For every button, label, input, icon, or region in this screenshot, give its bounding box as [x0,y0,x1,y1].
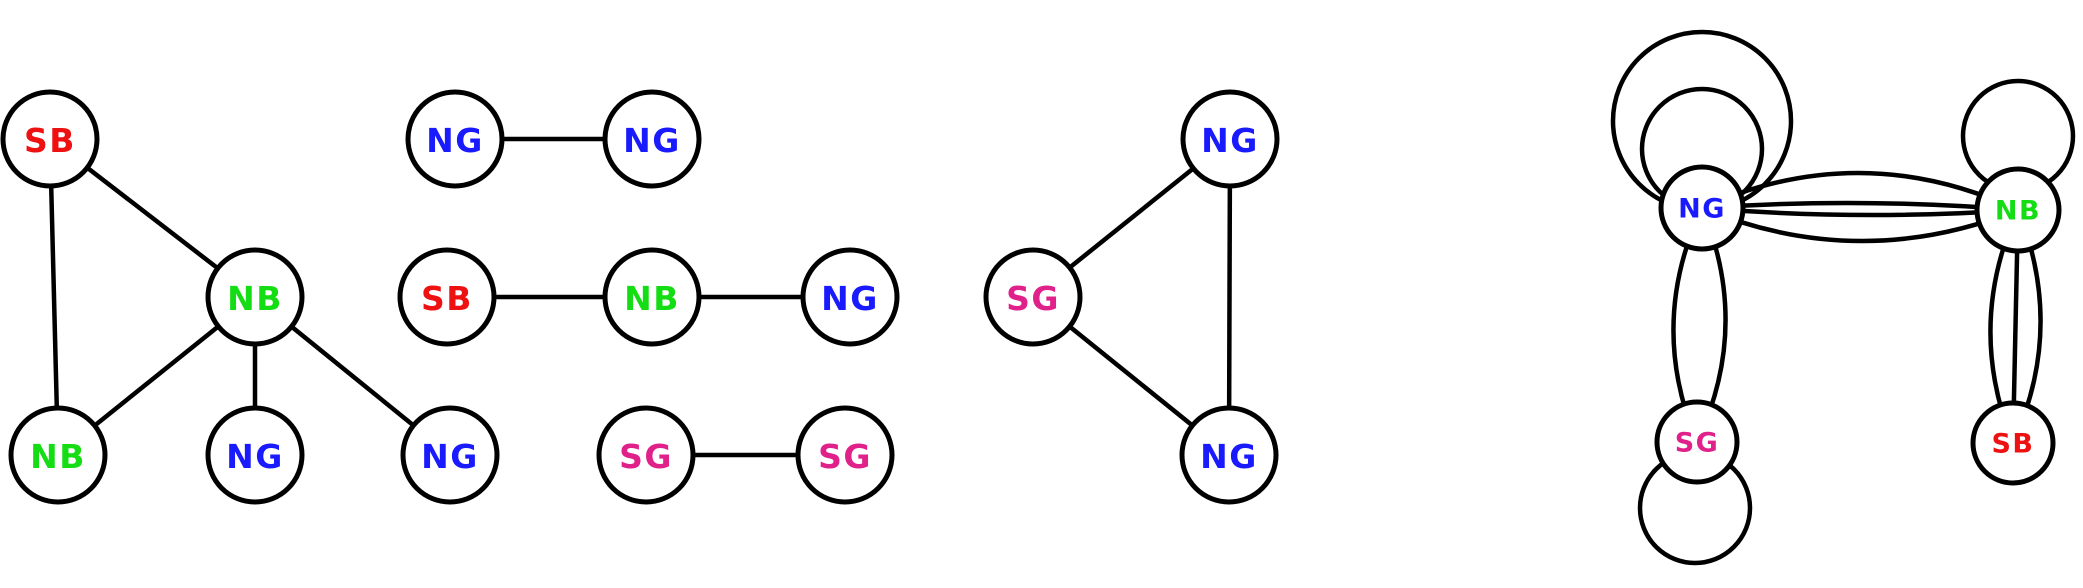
node-label: NG [421,437,479,476]
node-sg-circle [1654,399,1740,485]
node-nb-circle [8,405,108,505]
node-label: NG [821,279,879,318]
node-ng-circle [800,247,900,347]
edge [1701,200,2019,213]
edge [1226,138,1233,456]
edge [1701,170,2019,213]
edge [1701,205,2019,244]
node-sb-circle [397,247,497,347]
node-label: SG [818,437,872,476]
component-pair-sg: SG SG [596,405,895,505]
component-triangle: NG SG NG [983,89,1280,505]
node-sg-circle [596,405,696,505]
node-label: SG [1006,279,1060,318]
node-label: SG [619,437,673,476]
node-ng-circle [205,405,305,505]
node-ng-circle [400,405,500,505]
node-sb-circle [0,89,100,189]
node-label: SB [24,121,76,160]
node-label: NG [1678,194,1726,225]
node-label: SG [1675,428,1720,459]
node-sg-circle [795,405,895,505]
node-ng-circle [602,89,702,189]
node-label: NB [1995,196,2041,227]
node-ng-circle [1180,89,1280,189]
node-label: NB [30,437,86,476]
node-label: NG [1200,437,1258,476]
node-sg-circle [983,247,1083,347]
node-sb-circle [1970,400,2056,486]
node-nb-circle [602,247,702,347]
node-ng-circle [1179,405,1279,505]
node-label: NG [623,121,681,160]
node-label: SB [421,279,473,318]
node-nb-circle [1974,166,2062,254]
node-label: NG [426,121,484,160]
node-ng-circle [1658,164,1746,252]
node-label: NB [227,279,283,318]
node-label: NG [1201,121,1259,160]
component-tree: SB NB NB NG NG [0,89,500,505]
node-nb-circle [205,247,305,347]
edge [47,138,61,456]
component-multigraph: NG NB SG SB [1610,29,2076,566]
node-label: NB [624,279,680,318]
component-path: SB NB NG [397,247,900,347]
node-label: NG [226,437,284,476]
edge [1701,205,2019,218]
node-ng-circle [405,89,505,189]
component-pair-ng: NG NG [405,89,702,189]
node-label: SB [1991,429,2034,460]
